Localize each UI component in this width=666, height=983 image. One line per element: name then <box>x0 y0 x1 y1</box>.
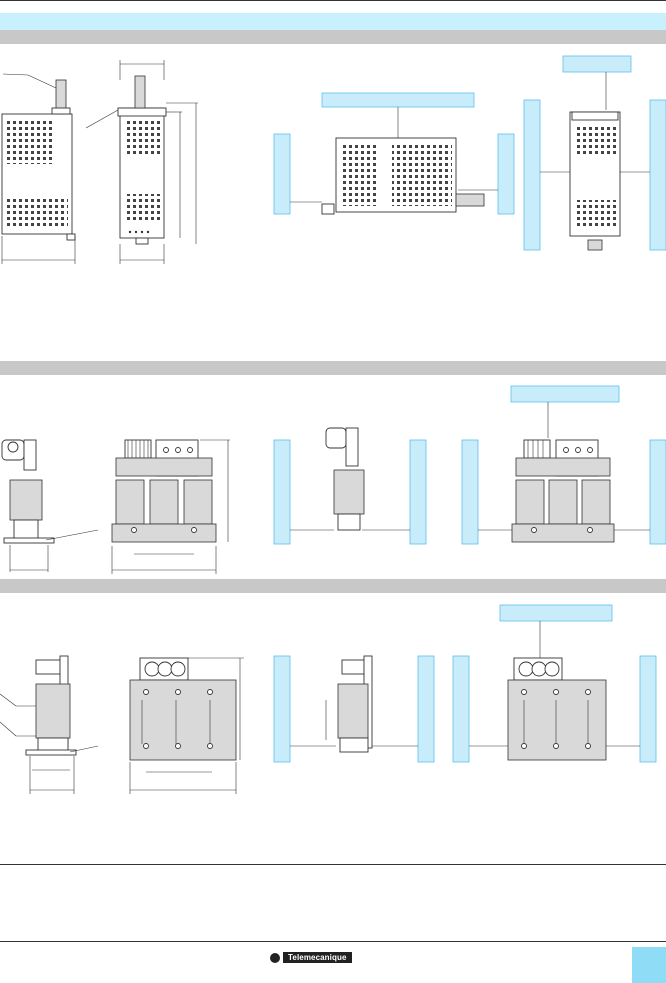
choke-front-view <box>111 439 230 574</box>
clearance-vertical <box>523 55 666 251</box>
section-2-drawings <box>1 385 666 574</box>
rule-lower <box>0 864 666 865</box>
filter-front-view <box>85 60 198 264</box>
choke-large-side-view <box>0 655 99 794</box>
footer-rule <box>0 941 666 942</box>
top-rule <box>0 0 666 1</box>
choke-clearance-side <box>273 427 427 545</box>
brand-name: Telemecanique <box>283 952 352 963</box>
brand-mark-icon <box>270 952 280 963</box>
section-3-drawings <box>0 604 657 794</box>
choke-large-clearance-side <box>273 655 435 763</box>
section-bar-1 <box>0 30 666 44</box>
choke-clearance-front <box>461 385 666 545</box>
choke-large-clearance-front <box>452 604 657 763</box>
section-bar-3 <box>0 579 666 593</box>
brand-logo: Telemecanique <box>270 952 352 963</box>
title-band <box>0 13 666 30</box>
choke-side-view <box>1 439 99 572</box>
clearance-horizontal <box>273 92 515 215</box>
page-corner-tab <box>632 947 666 983</box>
filter-side-view <box>1 73 76 264</box>
choke-large-front-view <box>129 657 244 794</box>
section-bar-2 <box>0 361 666 375</box>
section-1-drawings <box>1 55 666 264</box>
